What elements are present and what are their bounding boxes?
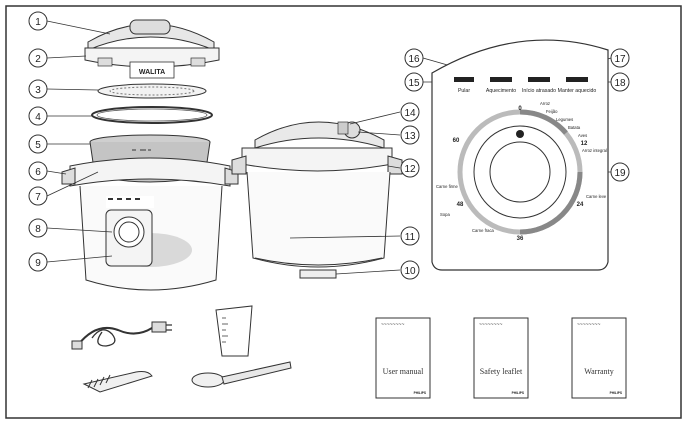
sealing-ring — [91, 106, 213, 124]
callout-17-number: 17 — [614, 54, 626, 65]
booklet-title-warranty: Warranty — [584, 367, 614, 376]
callout-6-number: 6 — [35, 167, 41, 178]
callout-8-number: 8 — [35, 224, 41, 235]
dial-label-arroz-integral: Arroz integral — [582, 148, 607, 153]
dial-label-feijao: Feijão — [546, 109, 558, 114]
callout-8: 8 — [28, 218, 113, 238]
dial-label-legumes: Legumes — [556, 117, 573, 122]
callout-15-number: 15 — [408, 78, 420, 89]
callout-4: 4 — [28, 106, 92, 126]
button-indicator-manter-aquecido — [566, 77, 588, 82]
main-body — [61, 157, 239, 291]
booklet-user-manual: ~~~~~~~~ User manual PHILIPS — [375, 317, 431, 399]
callout-18-number: 18 — [614, 78, 626, 89]
control-panel: Pular Aquecimento Início atrasado Manter… — [431, 39, 609, 271]
dial-label-batata: Batata — [568, 125, 581, 130]
lid: WALITA — [84, 19, 220, 79]
callout-2-number: 2 — [35, 54, 41, 65]
booklet-title-user-manual: User manual — [383, 367, 424, 376]
callout-3: 3 — [28, 79, 99, 99]
booklet-safety-leaflet: ~~~~~~~~ Safety leaflet PHILIPS — [473, 317, 529, 399]
callout-4-number: 4 — [35, 112, 41, 123]
callout-10: 10 — [335, 260, 420, 280]
callout-9: 9 — [28, 252, 113, 272]
assembled-cooker — [231, 121, 403, 279]
callout-14-number: 14 — [404, 108, 416, 119]
dial-number-12: 12 — [581, 141, 588, 147]
cleaning-brush — [82, 371, 153, 393]
power-cord — [71, 321, 172, 350]
callout-6: 6 — [28, 161, 67, 181]
booklet-warranty: ~~~~~~~~ Warranty PHILIPS — [571, 317, 627, 399]
dial-number-36: 36 — [517, 236, 524, 242]
callout-13-number: 13 — [404, 131, 416, 142]
button-label-aquecimento: Aquecimento — [486, 88, 516, 94]
callout-14: 14 — [349, 102, 420, 125]
button-indicator-inicio-atrasado — [528, 77, 550, 82]
booklet-title-safety-leaflet: Safety leaflet — [480, 367, 523, 376]
callout-5-number: 5 — [35, 140, 41, 151]
dial-number-60: 60 — [453, 138, 460, 144]
callout-13: 13 — [357, 125, 420, 145]
dial-label-carne-fraca: Carne fraca — [472, 228, 495, 233]
callout-9-number: 9 — [35, 258, 41, 269]
callout-7: 7 — [28, 171, 99, 206]
booklet-2-header: ~~~~~~~~ — [479, 322, 502, 328]
callout-12-number: 12 — [404, 164, 416, 175]
booklet-2-brand: PHILIPS — [512, 391, 524, 395]
button-indicator-aquecimento — [490, 77, 512, 82]
condensation-collector — [215, 305, 253, 357]
dial-label-aves: Aves — [578, 133, 587, 138]
callout-2: 2 — [28, 48, 87, 68]
booklet-1-header: ~~~~~~~~ — [381, 322, 404, 328]
button-label-inicio-atrasado: Início atrasado — [522, 88, 556, 94]
lid-brand-label: WALITA — [139, 69, 165, 76]
serving-spoon — [191, 361, 292, 388]
callout-19-number: 19 — [614, 168, 626, 179]
sealing-plate — [97, 83, 207, 99]
callout-3-number: 3 — [35, 85, 41, 96]
callout-1: 1 — [28, 11, 111, 35]
dial-number-24: 24 — [577, 202, 584, 208]
button-label-manter-aquecido: Manter aquecido — [558, 88, 597, 94]
booklet-1-brand: PHILIPS — [414, 391, 426, 395]
booklet-3-brand: PHILIPS — [610, 391, 622, 395]
callout-16-number: 16 — [408, 54, 420, 65]
callout-5: 5 — [28, 134, 90, 154]
dial-label-carne-firme: Carne firme — [436, 184, 459, 189]
booklet-3-header: ~~~~~~~~ — [577, 322, 600, 328]
button-indicator-pular — [454, 77, 474, 82]
dial-label-carne-leve: Carne leve — [586, 194, 607, 199]
button-label-pular: Pular — [458, 88, 470, 94]
dial-label-sopa: Sopa — [440, 212, 450, 217]
callout-7-number: 7 — [35, 192, 41, 203]
callout-10-number: 10 — [404, 266, 416, 277]
callout-12: 12 — [387, 158, 420, 178]
callout-1-number: 1 — [35, 17, 41, 28]
dial-number-0: 0 — [518, 106, 522, 112]
callout-11-number: 11 — [405, 232, 416, 243]
dial-label-arroz: Arroz — [540, 101, 550, 106]
callout-11: 11 — [289, 226, 420, 246]
callouts: 1 2 3 4 5 6 7 8 9 10 11 12 13 14 15 16 1… — [28, 11, 630, 280]
dial-indicator-dot — [516, 130, 524, 138]
dial-number-48: 48 — [457, 202, 464, 208]
